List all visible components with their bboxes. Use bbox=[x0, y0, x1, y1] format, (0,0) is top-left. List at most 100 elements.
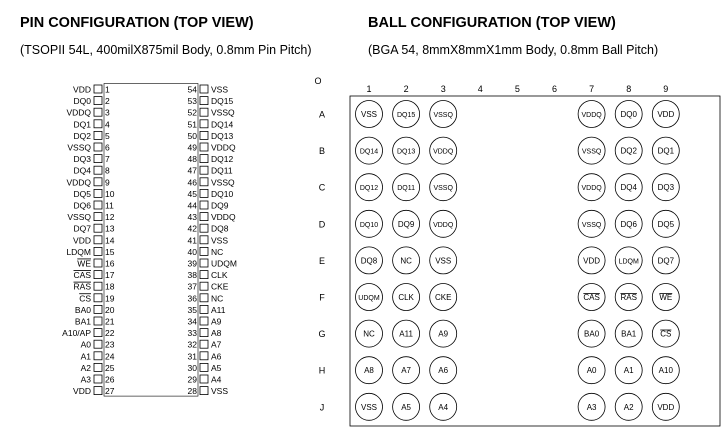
pin-pad-left bbox=[93, 339, 103, 349]
ball bbox=[651, 100, 680, 128]
pin-number-right: 49 bbox=[188, 143, 198, 153]
pin-pad-right bbox=[199, 96, 209, 105]
pin-name-left: WE bbox=[77, 259, 91, 269]
ball-label: A9 bbox=[438, 330, 448, 339]
ball bbox=[614, 319, 643, 348]
ball-label: DQ1 bbox=[658, 147, 675, 156]
ball-label: A4 bbox=[438, 403, 448, 412]
ball bbox=[651, 392, 680, 421]
ball-label: VSSQ bbox=[433, 185, 453, 192]
ball bbox=[614, 209, 643, 238]
pin-name-right: CKE bbox=[211, 282, 229, 292]
ball-label: VSS bbox=[361, 110, 377, 119]
pin-pad-right bbox=[199, 304, 209, 314]
pin-pad-right bbox=[199, 188, 209, 198]
pin-name-left: A1 bbox=[81, 351, 92, 361]
pin-name-left: DQ2 bbox=[74, 131, 92, 141]
ball-label: WE bbox=[659, 293, 672, 302]
column-label: 9 bbox=[663, 84, 668, 94]
pin-pad-left bbox=[93, 119, 103, 129]
pin-pad-left bbox=[93, 130, 103, 140]
ball-label: DQ13 bbox=[397, 149, 415, 156]
ball-label: CKE bbox=[435, 293, 451, 302]
pin-name-right: NC bbox=[211, 247, 223, 257]
pin-number-right: 45 bbox=[188, 189, 198, 199]
pin-number-right: 34 bbox=[188, 317, 198, 327]
ball-label: VDDQ bbox=[581, 112, 602, 119]
pin-number-left: 26 bbox=[105, 375, 115, 385]
pin-name-right: VSS bbox=[211, 386, 228, 396]
pin-number-left: 14 bbox=[105, 235, 115, 245]
ball bbox=[577, 283, 606, 311]
ball bbox=[392, 283, 420, 311]
ball-label: A1 bbox=[624, 366, 634, 375]
ball-label: VSS bbox=[361, 403, 377, 412]
ball bbox=[651, 319, 680, 348]
pin-number-right: 30 bbox=[188, 363, 198, 373]
pin-number-right: 29 bbox=[188, 375, 198, 385]
pin-pad-left bbox=[93, 281, 103, 291]
ball bbox=[355, 173, 383, 202]
ball bbox=[392, 392, 420, 421]
ball-label: DQ2 bbox=[620, 147, 637, 156]
pin-pad-left bbox=[93, 107, 103, 117]
pin-number-left: 16 bbox=[105, 259, 115, 269]
pin-pad-right bbox=[199, 177, 209, 187]
pin-name-right: A8 bbox=[211, 328, 222, 338]
package-outline bbox=[103, 83, 199, 397]
ball-config-title: BALL CONFIGURATION (TOP VIEW) bbox=[368, 15, 616, 31]
ball-label: A5 bbox=[401, 403, 411, 412]
ball-label: DQ12 bbox=[360, 185, 378, 192]
pin-name-left: A10/AP bbox=[62, 328, 91, 338]
ball bbox=[614, 283, 643, 311]
pin-name-left: DQ6 bbox=[74, 201, 92, 211]
pin-name-right: DQ8 bbox=[211, 224, 229, 234]
pin-name-right: DQ9 bbox=[211, 201, 229, 211]
pin-number-left: 8 bbox=[105, 166, 110, 176]
pin-number-right: 36 bbox=[188, 293, 198, 303]
pin-pad-left bbox=[93, 270, 103, 280]
pin-pad-right bbox=[199, 107, 209, 117]
ball bbox=[355, 356, 383, 385]
ball bbox=[577, 136, 606, 165]
pin-number-right: 33 bbox=[188, 328, 198, 338]
ball bbox=[392, 319, 420, 348]
ball-label: A7 bbox=[401, 366, 411, 375]
ball bbox=[392, 209, 420, 238]
pin-pad-left bbox=[93, 235, 103, 245]
pin-pad-left bbox=[93, 304, 103, 314]
ball-label: VDD bbox=[657, 110, 674, 119]
ball bbox=[651, 209, 680, 238]
row-label: J bbox=[320, 402, 325, 412]
pin-pad-right bbox=[199, 235, 209, 245]
pin-name-left: LDQM bbox=[66, 247, 91, 257]
ball-label: VSSQ bbox=[582, 149, 602, 156]
pin-pad-right bbox=[199, 316, 209, 326]
ball-label: RAS bbox=[620, 293, 636, 302]
pin-number-left: 4 bbox=[105, 119, 110, 129]
ball-label: A8 bbox=[364, 366, 374, 375]
pin-number-left: 5 bbox=[105, 131, 110, 141]
row-label: B bbox=[319, 146, 325, 156]
ball bbox=[651, 173, 680, 202]
pin-name-left: BA1 bbox=[75, 317, 91, 327]
ball-label: A11 bbox=[399, 330, 413, 339]
ball-label: CLK bbox=[398, 293, 414, 302]
pin-name-right: VSSQ bbox=[211, 108, 235, 118]
ball bbox=[577, 173, 606, 202]
pin-number-left: 19 bbox=[105, 293, 115, 303]
ball bbox=[614, 246, 643, 275]
ball-label: VDD bbox=[583, 256, 600, 265]
pin-number-left: 22 bbox=[105, 328, 115, 338]
bga-package-outline bbox=[349, 95, 721, 427]
pin-pad-left bbox=[93, 316, 103, 326]
column-label: 8 bbox=[626, 84, 631, 94]
pin-number-right: 32 bbox=[188, 340, 198, 350]
ball-label: A3 bbox=[587, 403, 597, 412]
pin-pad-left bbox=[93, 293, 103, 303]
ball-label: DQ8 bbox=[361, 256, 378, 265]
ball bbox=[614, 100, 643, 128]
pin-number-right: 41 bbox=[188, 235, 198, 245]
